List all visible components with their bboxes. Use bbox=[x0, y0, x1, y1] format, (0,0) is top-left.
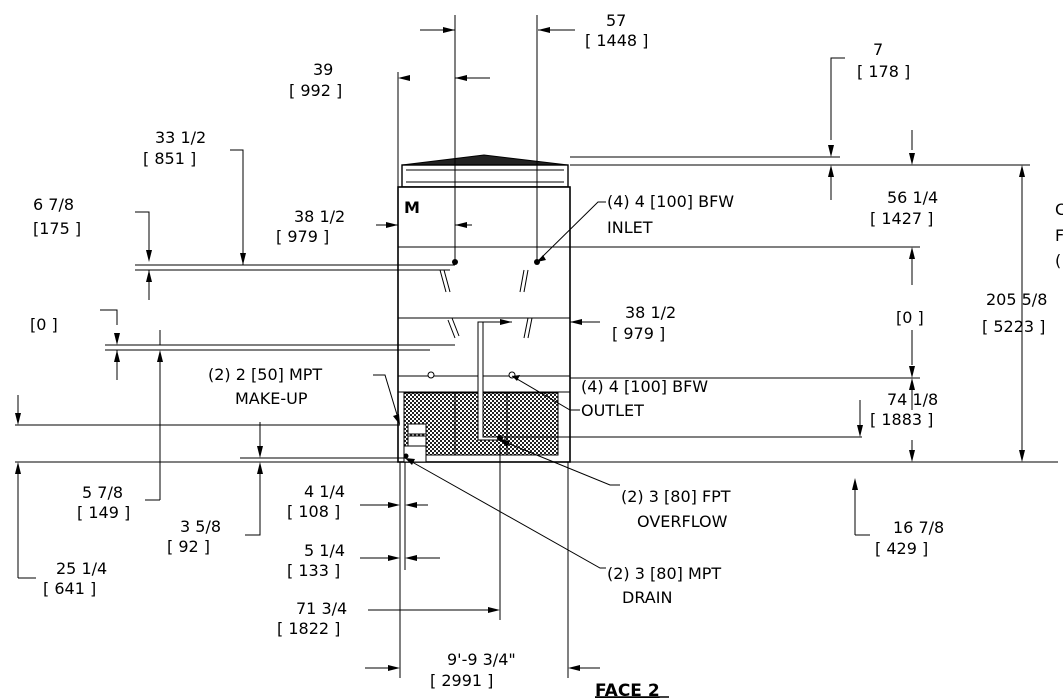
dim-205-5-8-mm: [ 5223 ] bbox=[982, 317, 1045, 336]
bfw-outlet-left bbox=[427, 371, 435, 379]
roof bbox=[401, 154, 569, 166]
dim-71-3-4-mm: [ 1822 ] bbox=[277, 619, 340, 638]
dim-5-1-4: 5 1/4 bbox=[304, 541, 345, 560]
drain-connection bbox=[403, 453, 409, 459]
dim-57-mm: [ 1448 ] bbox=[585, 31, 648, 50]
dim-16-7-8: 16 7/8 bbox=[893, 518, 944, 537]
dim-38-1-2-right-mm: [ 979 ] bbox=[612, 324, 665, 343]
callout-bfw-outlet-line1: (4) 4 [100] BFW bbox=[581, 377, 708, 396]
dim-74-1-8-mm: [ 1883 ] bbox=[870, 410, 933, 429]
svg-text:(: ( bbox=[1055, 251, 1061, 270]
dimension-arrows bbox=[15, 27, 1025, 671]
dim-25-1-4-mm: [ 641 ] bbox=[43, 579, 96, 598]
dim-3-5-8-mm: [ 92 ] bbox=[167, 537, 210, 556]
dim-56-1-4-mm: [ 1427 ] bbox=[870, 209, 933, 228]
dim-16-7-8-mm: [ 429 ] bbox=[875, 539, 928, 558]
callout-makeup-line1: (2) 2 [50] MPT bbox=[208, 365, 322, 384]
dim-39-mm: [ 992 ] bbox=[289, 81, 342, 100]
dim-38-1-2-right: 38 1/2 bbox=[625, 303, 676, 322]
svg-text:C: C bbox=[1055, 200, 1063, 219]
dim-5-1-4-mm: [ 133 ] bbox=[287, 561, 340, 580]
dim-0-right: [0 ] bbox=[896, 308, 924, 327]
cut-off-edge-text: C F ( bbox=[1055, 200, 1063, 270]
dim-7-mm: [ 178 ] bbox=[857, 62, 910, 81]
callout-bfw-outlet-line2: OUTLET bbox=[581, 401, 644, 420]
dim-205-5-8: 205 5/8 bbox=[986, 290, 1047, 309]
fan-cowl bbox=[401, 164, 569, 188]
dim-4-1-4: 4 1/4 bbox=[304, 482, 345, 501]
drawing-title: FACE 2 bbox=[595, 681, 660, 698]
cooling-tower-unit: M bbox=[397, 154, 571, 463]
callout-bfw-inlet-line1: (4) 4 [100] BFW bbox=[607, 192, 734, 211]
dim-33-1-2-mm: [ 851 ] bbox=[143, 149, 196, 168]
dim-5-7-8: 5 7/8 bbox=[82, 483, 123, 502]
dim-6-7-8-mm: [175 ] bbox=[33, 219, 81, 238]
dim-39: 39 bbox=[313, 60, 333, 79]
dim-56-1-4: 56 1/4 bbox=[887, 188, 938, 207]
dim-9ft-9-3-4: 9'-9 3/4" bbox=[447, 650, 516, 669]
callout-makeup-line2: MAKE-UP bbox=[235, 389, 308, 408]
dim-33-1-2: 33 1/2 bbox=[155, 128, 206, 147]
callout-overflow-line1: (2) 3 [80] FPT bbox=[621, 487, 731, 506]
dim-74-1-8: 74 1/8 bbox=[887, 390, 938, 409]
dim-57: 57 bbox=[606, 11, 626, 30]
dim-5-7-8-mm: [ 149 ] bbox=[77, 503, 130, 522]
dimension-labels: 57 [ 1448 ] 39 [ 992 ] 7 [ 178 ] 33 1/2 … bbox=[30, 11, 1047, 690]
callout-overflow-line2: OVERFLOW bbox=[637, 512, 728, 531]
makeup-valve bbox=[407, 423, 427, 435]
dim-6-7-8: 6 7/8 bbox=[33, 195, 74, 214]
dim-38-1-2-left: 38 1/2 bbox=[294, 207, 345, 226]
dim-71-3-4: 71 3/4 bbox=[296, 599, 347, 618]
dimension-lines bbox=[15, 15, 1058, 678]
connection-callouts: (4) 4 [100] BFW INLET (4) 4 [100] BFW OU… bbox=[208, 192, 734, 607]
dim-4-1-4-mm: [ 108 ] bbox=[287, 502, 340, 521]
dim-3-5-8: 3 5/8 bbox=[180, 517, 221, 536]
dim-25-1-4: 25 1/4 bbox=[56, 559, 107, 578]
dim-7: 7 bbox=[873, 40, 883, 59]
logo: M bbox=[404, 198, 420, 217]
dim-9ft-9-3-4-mm: [ 2991 ] bbox=[430, 671, 493, 690]
dim-38-1-2-left-mm: [ 979 ] bbox=[276, 227, 329, 246]
svg-text:F: F bbox=[1055, 226, 1063, 245]
callout-drain-line1: (2) 3 [80] MPT bbox=[607, 564, 721, 583]
dim-0-left: [0 ] bbox=[30, 315, 58, 334]
callout-drain-line2: DRAIN bbox=[622, 588, 672, 607]
callout-bfw-inlet-line2: INLET bbox=[607, 218, 653, 237]
